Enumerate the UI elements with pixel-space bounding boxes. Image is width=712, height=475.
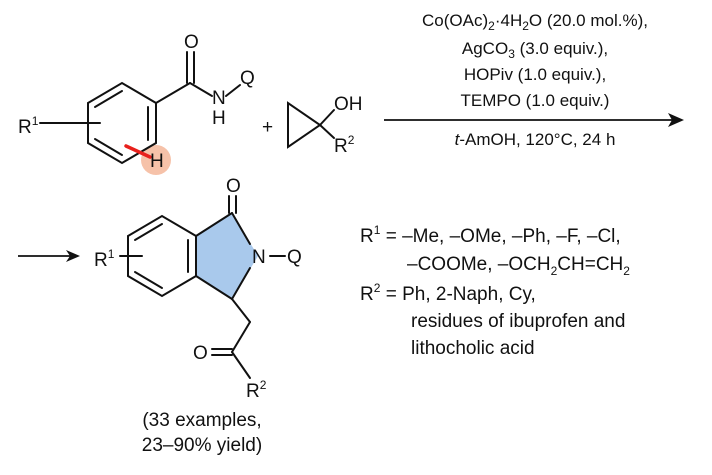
c-r2-bond: [319, 124, 335, 139]
r2-definition-line3: lithocholic acid: [411, 338, 535, 359]
plus-sign: +: [262, 117, 273, 138]
additive-line: HOPiv (1.0 equiv.),: [464, 65, 606, 84]
r1-definition: R1 = –Me, –OMe, –Ph, –F, –Cl,: [360, 223, 621, 247]
product-isoindolinone: R1 O N Q O R2 (33 examples, 23–90% yield…: [18, 176, 302, 456]
aromatic-bond: [134, 223, 163, 241]
amide-nh-label: H: [212, 108, 226, 129]
side-chain-bond: [231, 298, 251, 323]
solvent-temp-time-line: t-AmOH, 120°C, 24 h: [455, 130, 616, 149]
n-ch-bond: [231, 267, 251, 300]
c-n-bond: [189, 82, 213, 97]
reactant-cyclopropanol: OH R2: [287, 94, 363, 157]
ring-to-carbonyl-bond: [155, 82, 191, 104]
directing-group-q-label: Q: [287, 247, 302, 268]
aromatic-bond: [94, 90, 123, 108]
reaction-arrow-head: [668, 113, 684, 127]
lactam-ring-fill: [196, 213, 258, 299]
ketone-r2-bond: [231, 351, 251, 379]
substituent-definitions: R1 = –Me, –OMe, –Ph, –F, –Cl, –COOMe, –O…: [360, 223, 630, 359]
r1-definition-continued: –COOMe, –OCH2CH=CH2: [407, 254, 630, 278]
reaction-conditions: Co(OAc)2·4H2O (20.0 mol.%), AgCO3 (3.0 e…: [384, 11, 684, 149]
carbonyl-o-label: O: [184, 32, 199, 53]
side-chain-bond: [231, 321, 251, 353]
hydroxyl-label: OH: [334, 94, 363, 115]
c-carbonyl-bond: [195, 212, 233, 237]
benzene-ring: [87, 81, 157, 165]
catalyst-line: Co(OAc)2·4H2O (20.0 mol.%),: [422, 11, 648, 33]
examples-count: (33 examples,: [142, 410, 261, 431]
ch-highlight-halo: [141, 145, 171, 175]
c-oh-bond: [319, 109, 335, 126]
ch-highlighted-bond: [124, 144, 152, 159]
lactam-n-label: N: [252, 247, 266, 268]
aromatic-bond: [134, 271, 163, 289]
directing-group-q-label: Q: [240, 68, 255, 89]
reactive-h-label: H: [150, 151, 164, 172]
r2-label: R2: [246, 378, 267, 402]
ketone-o-label: O: [193, 343, 208, 364]
continuation-arrow-head: [66, 250, 80, 262]
r2-definition-line2: residues of ibuprofen and: [411, 311, 625, 332]
amide-n-label: N: [212, 88, 226, 109]
ch-aryl-bond: [195, 275, 233, 300]
r2-label: R2: [334, 133, 355, 157]
tempo-line: TEMPO (1.0 equiv.): [461, 91, 610, 110]
carbonyl-c-n-bond: [231, 212, 251, 245]
oxidant-line: AgCO3 (3.0 equiv.),: [462, 39, 608, 61]
r1-label: R1: [94, 247, 115, 271]
lactam-o-label: O: [226, 176, 241, 197]
n-q-bond: [225, 84, 241, 97]
reactant-benzamide: R1 O N H Q H: [18, 32, 255, 175]
yield-range: 23–90% yield): [142, 435, 262, 456]
cyclopropane-ring: [287, 101, 322, 149]
r2-definition: R2 = Ph, 2-Naph, Cy,: [360, 281, 536, 305]
r1-label: R1: [18, 114, 39, 138]
aromatic-bond: [94, 138, 123, 156]
